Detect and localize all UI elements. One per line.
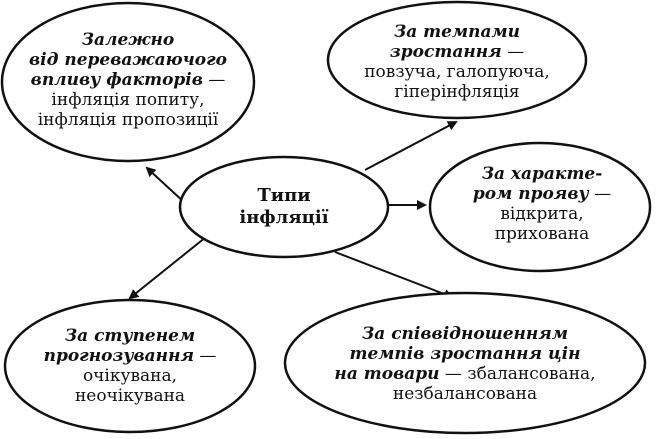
growth-rate-line-3: повзуча, галопуюча,: [364, 62, 550, 82]
center-node: Типи інфляції: [184, 172, 384, 242]
manifestation-ellipse: [428, 141, 652, 273]
manifestation-line-1: За характе-: [481, 164, 603, 184]
growth-rate-line-2-rest: —: [501, 42, 525, 62]
factors-line-5: інфляція пропозиції: [37, 110, 219, 130]
growth-rate-node: За темпами зростання — повзуча, галопуюч…: [332, 12, 582, 112]
arrow-to-factors: [145, 166, 186, 204]
arrow-to-ratio: [334, 251, 454, 299]
growth-rate-line-1: За темпами: [393, 22, 521, 42]
forecasting-node: За ступенем прогнозування — очікувана, н…: [14, 314, 246, 418]
factors-line-1: Залежно: [81, 30, 175, 50]
ratio-line-3-italic: на товари: [334, 364, 440, 384]
manifestation-line-2: ром прояву —: [473, 184, 611, 204]
center-line-1: Типи: [257, 185, 311, 206]
ratio-node: За співвідношенням темпів зростання цін …: [300, 312, 630, 416]
forecasting-line-2: прогнозування —: [44, 346, 217, 366]
growth-rate-line-2: зростання —: [390, 42, 524, 62]
factors-line-3: впливу факторів —: [31, 70, 226, 90]
manifestation-line-2-italic: ром прояву: [472, 184, 589, 204]
center-line-2: інфляції: [239, 207, 329, 228]
arrow-to-growth-rate: [364, 121, 458, 171]
forecasting-line-2-italic: прогнозування: [43, 346, 194, 366]
manifestation-line-4: прихована: [494, 224, 590, 244]
forecasting-ellipse: [3, 298, 257, 434]
factors-ellipse: [0, 1, 256, 163]
ratio-line-2: темпів зростання цін: [349, 344, 581, 364]
growth-rate-line-4: гіперінфляція: [394, 82, 520, 102]
factors-line-2: від переважаючого: [28, 50, 228, 70]
manifestation-line-3: відкрита,: [500, 204, 584, 224]
forecasting-line-2-rest: —: [194, 346, 217, 366]
factors-line-3-rest: —: [202, 70, 226, 90]
forecasting-line-3: очікувана,: [82, 366, 178, 386]
factors-node: Залежно від переважаючого впливу факторі…: [4, 12, 252, 148]
ratio-line-3-rest: — збалансована,: [439, 364, 596, 384]
growth-rate-line-2-italic: зростання: [389, 42, 502, 62]
forecasting-line-1: За ступенем: [64, 326, 196, 346]
arrow-to-forecasting: [128, 236, 207, 300]
center-ellipse: [178, 155, 390, 259]
manifestation-line-2-rest: —: [588, 184, 612, 204]
ratio-line-1: За співвідношенням: [362, 324, 568, 344]
ratio-line-3: на товари — збалансована,: [334, 364, 595, 384]
manifestation-node: За характе- ром прояву — відкрита, прихо…: [442, 152, 642, 256]
factors-line-4: інфляція попиту,: [51, 90, 205, 110]
forecasting-line-4: неочікувана: [74, 386, 186, 406]
ratio-ellipse: [283, 291, 647, 435]
ratio-line-4: незбалансована: [392, 384, 538, 404]
factors-line-3-italic: впливу факторів: [30, 70, 203, 90]
growth-rate-ellipse: [326, 0, 588, 120]
